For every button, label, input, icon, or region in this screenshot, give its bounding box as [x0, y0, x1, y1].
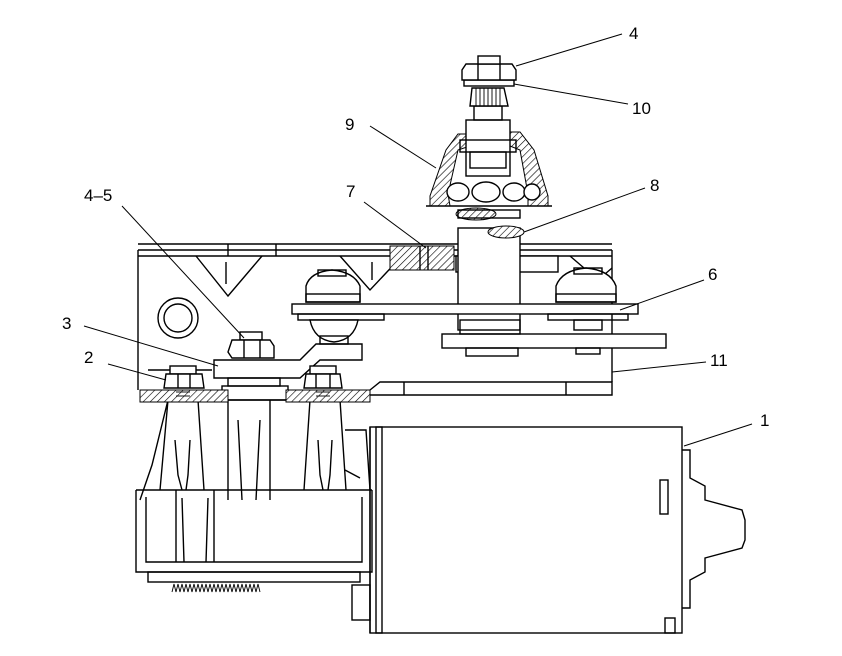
callout-1: 1 [760, 411, 769, 430]
nut-4-5 [227, 331, 275, 359]
callout-11: 11 [710, 351, 728, 370]
callout-labels: 4 10 9 8 7 4–5 6 3 2 11 1 [62, 24, 769, 430]
spindle-assembly [426, 55, 552, 239]
leader-lines [83, 33, 753, 447]
mount-nut-right [303, 365, 343, 397]
callout-4: 4 [629, 24, 638, 43]
crank-arm [441, 319, 667, 357]
callout-6: 6 [708, 265, 717, 284]
drive-link [213, 335, 363, 387]
callout-7: 7 [346, 182, 355, 201]
callout-4-5: 4–5 [84, 186, 112, 205]
callout-10: 10 [632, 99, 651, 118]
gearbox-housing [135, 385, 373, 593]
callout-8: 8 [650, 176, 659, 195]
motor-body [351, 426, 746, 634]
base-plate [139, 381, 613, 403]
mount-nut-left [163, 365, 205, 397]
callout-3: 3 [62, 314, 71, 333]
callout-9: 9 [345, 115, 354, 134]
callout-2: 2 [84, 348, 93, 367]
